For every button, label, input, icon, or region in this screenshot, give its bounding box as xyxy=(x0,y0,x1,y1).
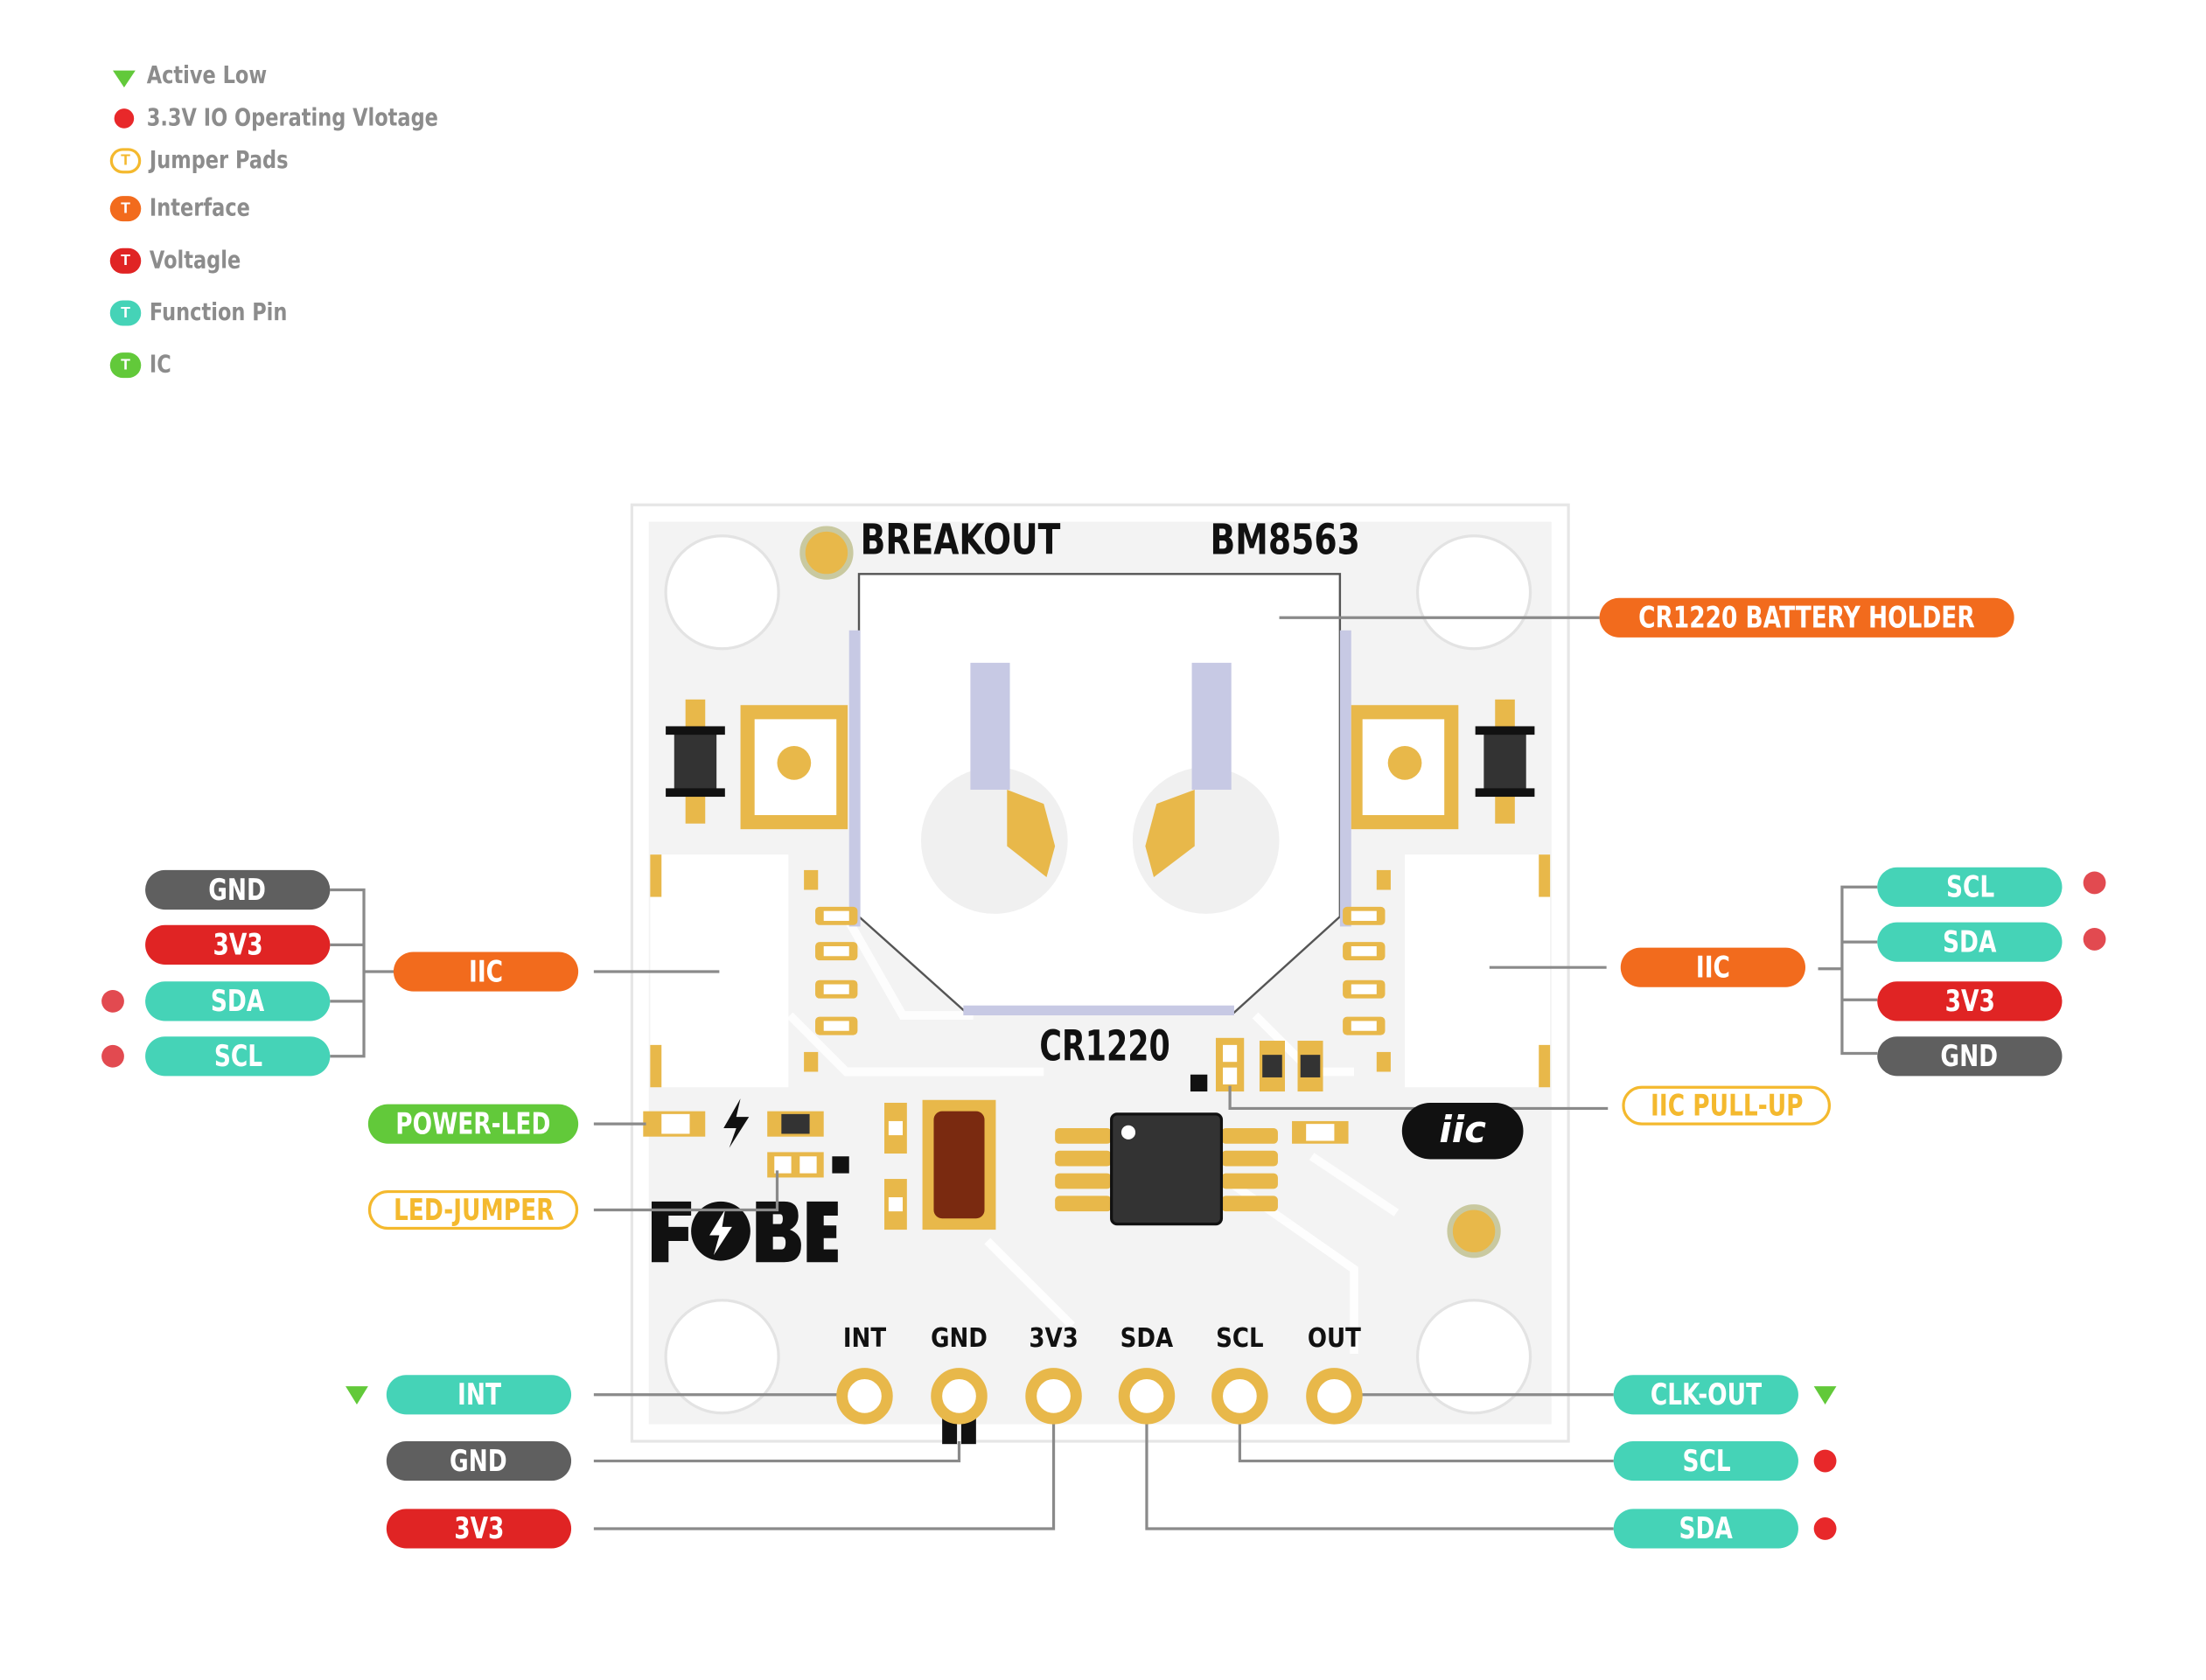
legend-label: Interface xyxy=(149,194,250,223)
right-pin-scl: SCL xyxy=(1877,867,2063,907)
capacitor xyxy=(1292,1120,1349,1144)
callout-label: POWER-LED xyxy=(395,1106,551,1141)
function-pin-pill-icon: T xyxy=(109,300,142,326)
battery-holder-callout: CR1220 BATTERY HOLDER xyxy=(1599,597,2014,638)
bottom-pin-gnd: GND xyxy=(386,1440,572,1481)
left-iic-interface: IIC xyxy=(393,952,579,992)
io-voltage-dot-icon xyxy=(101,1044,124,1068)
pin-label: INT xyxy=(457,1377,501,1412)
pin-label: GND xyxy=(208,873,267,907)
iic-logo: iic xyxy=(1401,1102,1524,1160)
bottom-pin-clk-out: CLK-OUT xyxy=(1613,1375,1798,1415)
legend-label: Voltagle xyxy=(149,247,241,275)
pin-label: 3V3 xyxy=(213,928,263,962)
callout-label: CR1220 BATTERY HOLDER xyxy=(1638,600,1975,635)
pin-label: SDA xyxy=(1679,1511,1734,1546)
legend-item-jumper-pads: T Jumper Pads xyxy=(109,143,318,178)
diode-right xyxy=(1475,699,1535,824)
legend-label: 3.3V IO Operating Vlotage xyxy=(146,104,438,133)
pin-label: SCL xyxy=(213,1039,262,1074)
mounting-holes xyxy=(664,534,1532,1415)
io-voltage-dot-icon xyxy=(2083,871,2106,895)
bottom-pin-int: INT xyxy=(386,1375,572,1415)
iic-pullup-callout: IIC PULL-UP xyxy=(1622,1085,1832,1126)
via-bottom-right xyxy=(1447,1204,1501,1258)
leader-lines xyxy=(330,616,1878,1530)
io-voltage-dot-icon xyxy=(1813,1449,1837,1473)
left-pin-gnd: GND xyxy=(145,869,331,910)
via-top-left xyxy=(799,526,854,580)
active-low-triangle-icon xyxy=(346,1386,368,1405)
pin-label-3v3: 3V3 xyxy=(1029,1322,1079,1354)
battery-label: CR1220 xyxy=(1039,1022,1170,1072)
legend-label: IC xyxy=(149,351,171,380)
ic-pill-icon: T xyxy=(109,352,142,379)
rtc-ic xyxy=(1055,1112,1278,1226)
bottom-pin-3v3: 3V3 xyxy=(386,1509,572,1549)
right-pin-sda: SDA xyxy=(1877,922,2063,962)
right-pin-3v3: 3V3 xyxy=(1877,981,2063,1021)
pin-label: CLK-OUT xyxy=(1650,1377,1762,1412)
active-low-triangle-icon xyxy=(113,70,136,87)
legend-label: Jumper Pads xyxy=(149,146,289,175)
io-voltage-dot-icon xyxy=(101,989,124,1013)
pin-label: 3V3 xyxy=(1944,984,1995,1019)
iic-pullup-jumper xyxy=(1190,1037,1323,1092)
jumper-pads-pill-icon: T xyxy=(109,148,142,174)
bottom-pin-sda: SDA xyxy=(1613,1509,1798,1549)
pin-label-sda: SDA xyxy=(1120,1322,1174,1354)
power-led xyxy=(643,1098,824,1148)
callout-label: LED-JUMPER xyxy=(393,1193,554,1227)
io-voltage-dot-icon xyxy=(114,108,135,129)
board-title-left: BREAKOUT xyxy=(860,516,1061,566)
bottom-pin-scl: SCL xyxy=(1613,1440,1798,1481)
pin-label-out: OUT xyxy=(1307,1322,1361,1354)
legend-label: Function Pin xyxy=(149,298,288,328)
power-led-callout: POWER-LED xyxy=(367,1104,579,1144)
pin-label: SCL xyxy=(1681,1444,1730,1478)
led-jumper xyxy=(767,1152,849,1178)
crystal xyxy=(884,1099,996,1230)
pin-label: GND xyxy=(450,1444,508,1478)
board-title-right: BM8563 xyxy=(1210,516,1360,566)
pin-label: GND xyxy=(1940,1039,1999,1074)
io-voltage-dot-icon xyxy=(1813,1517,1837,1540)
pin-label-scl: SCL xyxy=(1216,1322,1264,1354)
io-voltage-dot-icon xyxy=(2083,928,2106,951)
led-jumper-callout: LED-JUMPER xyxy=(367,1189,579,1230)
interface-label: IIC xyxy=(1695,950,1730,985)
diode-left xyxy=(666,699,725,824)
legend-item-active-low: Active Low xyxy=(110,59,294,94)
pin-rings xyxy=(836,1368,1363,1425)
active-low-triangle-icon xyxy=(1813,1386,1837,1405)
right-pin-gnd: GND xyxy=(1877,1036,2063,1077)
left-pin-3v3: 3V3 xyxy=(145,924,331,965)
left-pin-scl: SCL xyxy=(145,1036,331,1077)
pin-label: 3V3 xyxy=(453,1511,505,1546)
interface-pill-icon: T xyxy=(109,196,142,222)
legend-item-ic: T IC xyxy=(109,348,176,382)
pin-label-gnd: GND xyxy=(931,1322,988,1354)
voltage-pill-icon: T xyxy=(109,247,142,274)
pin-label: SCL xyxy=(1945,869,1994,904)
legend-item-voltage: T Voltagle xyxy=(109,244,261,278)
interface-label: IIC xyxy=(468,954,504,989)
pin-label-int: INT xyxy=(842,1322,887,1354)
iic-connector-right xyxy=(1343,854,1551,1088)
callout-label: IIC PULL-UP xyxy=(1650,1088,1803,1123)
legend-label: Active Low xyxy=(146,61,268,91)
right-iic-interface: IIC xyxy=(1620,947,1805,987)
fobe-logo xyxy=(651,1201,838,1263)
pin-label: SDA xyxy=(211,984,265,1019)
battery-holder xyxy=(848,573,1351,1015)
legend-item-io-voltage: 3.3V IO Operating Vlotage xyxy=(110,101,502,136)
pin-label: SDA xyxy=(1943,924,1997,959)
legend-item-interface: T Interface xyxy=(109,192,272,226)
legend-item-function-pin: T Function Pin xyxy=(109,296,318,331)
left-pin-sda: SDA xyxy=(145,981,331,1021)
